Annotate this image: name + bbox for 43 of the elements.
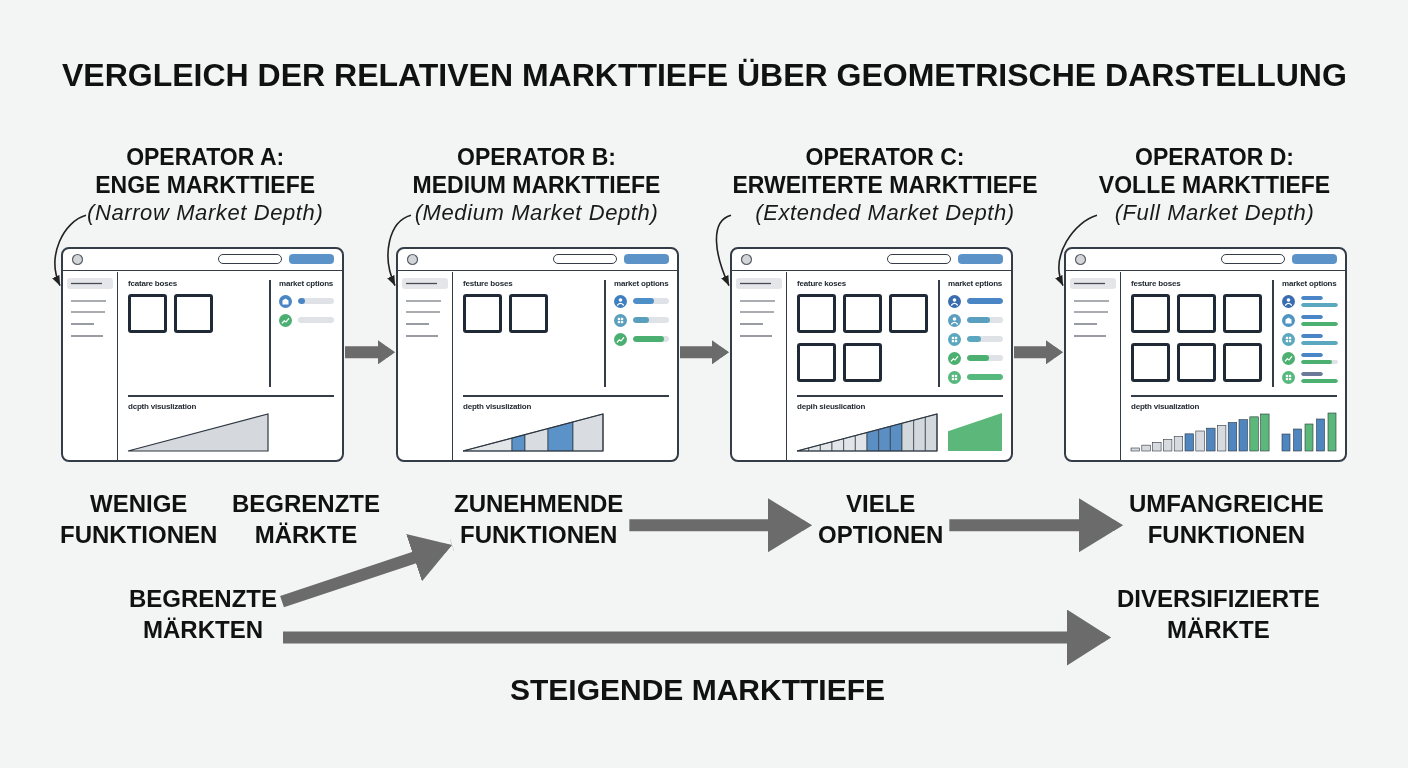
section-label: festure boses — [1131, 279, 1181, 289]
title: VERGLEICH DER RELATIVEN MARKTTIEFE ÜBER GEOMETRISCHE DARSTELLUNG — [62, 56, 1347, 95]
step-label: VIELE OPTIONEN — [818, 488, 944, 550]
operator-heading: OPERATOR C: ERWEITERTE MARKTTIEFE — [732, 143, 1038, 199]
curved-arrow — [52, 214, 87, 287]
section-label: fcatare boses — [128, 279, 177, 289]
label-text: WENIGE FUNKTIONEN — [60, 489, 218, 550]
step-label: DIVERSIFIZIERTE MÄRKTE — [1117, 583, 1320, 645]
block-arrow — [283, 609, 1111, 666]
operator-heading: OPERATOR D: VOLLE MARKTTIEFE — [1098, 143, 1331, 199]
section-label: market cptions — [279, 279, 334, 289]
block-arrow — [680, 340, 729, 365]
subtitle: (Narrow Market Depth) — [87, 199, 324, 227]
section-label: depth visualization — [1131, 402, 1200, 412]
browser-window — [1064, 247, 1347, 462]
subtitle: (Extended Market Depth) — [755, 199, 1015, 227]
step-label: BEGRENZTE MÄRKTEN — [129, 583, 277, 645]
section-label: market options — [1282, 279, 1337, 289]
section-label: market eptions — [948, 279, 1003, 289]
curved-arrow — [1055, 214, 1098, 287]
browser-window — [61, 247, 344, 462]
block-arrow — [949, 498, 1123, 553]
operator-heading: OPERATOR A: ENGE MARKTTIEFE — [94, 143, 316, 199]
curved-arrow — [387, 214, 412, 287]
section-label: dcpth visuslization — [128, 402, 197, 412]
block-arrow — [280, 533, 454, 608]
browser-window — [730, 247, 1013, 462]
section-label: festure boses — [463, 279, 513, 289]
section-label: depth visuslization — [463, 402, 532, 412]
block-arrow — [345, 340, 395, 365]
operator-heading: OPERATOR B: MEDIUM MARKTTIEFE — [412, 143, 661, 199]
step-label: ZUNEHMENDE FUNKTIONEN — [454, 488, 624, 550]
label-text: BEGRENZTE MÄRKTE — [232, 489, 380, 550]
subtitle: (Full Market Depth) — [1114, 199, 1315, 227]
section-label: depih sieuslication — [797, 402, 866, 412]
section-label: feature koses — [797, 279, 846, 289]
subtitle: (Medium Market Depth) — [414, 199, 659, 227]
block-arrow — [1014, 340, 1063, 365]
block-arrow — [629, 498, 812, 553]
browser-window — [396, 247, 679, 462]
step-label: UMFANGREICHE FUNKTIONEN — [1129, 488, 1324, 550]
curved-arrow — [715, 214, 732, 287]
section-label: market options — [614, 279, 669, 289]
